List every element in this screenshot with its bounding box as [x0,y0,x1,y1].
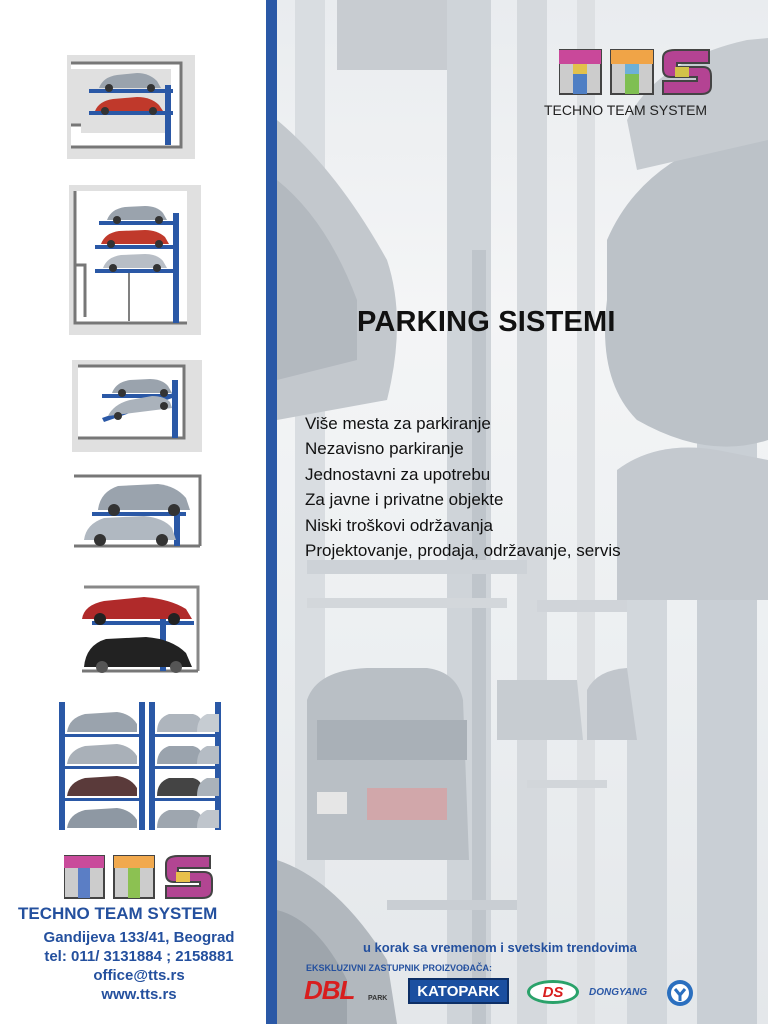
exclusive-partner-label: EKSKLUZIVNI ZASTUPNIK PROIZVOĐAČA: [306,963,493,973]
ds-logo: DS [527,980,579,1004]
parking-diagram-two-level-pit [67,55,195,159]
page-title: PARKING SISTEMI [357,306,616,338]
dbl-park-logo: DBL PARK [304,975,388,1005]
tts-logo-icon [559,49,712,95]
contact-block: Gandijeva 133/41, Beograd tel: 011/ 3131… [14,928,264,1004]
company-name: TECHNO TEAM SYSTEM [18,904,218,923]
blue-divider-bar [266,0,277,1024]
parking-diagram-multi-level-rack [57,700,221,832]
katopark-logo: KATOPARK [408,978,509,1004]
dongyang-logo: DONGYANG [589,987,648,998]
list-item: Projektovanje, prodaja, održavanje, serv… [305,541,621,561]
partner-emblem-icon [667,980,693,1006]
phone: tel: 011/ 3131884 ; 2158881 [44,948,234,965]
parking-diagram-two-post-stacker [78,583,202,675]
left-panel: TECHNO TEAM SYSTEM Gandijeva 133/41, Beo… [0,0,266,1024]
list-item: Nezavisno parkiranje [305,439,464,459]
list-item: Niski troškovi održavanja [305,515,494,535]
brand-name: TECHNO TEAM SYSTEM [544,102,708,118]
list-item: Više mesta za parkiranje [305,414,491,433]
parking-diagram-suv-stacker [72,472,202,550]
list-item: Za javne i privatne objekte [305,490,504,510]
parking-diagram-tilting-lift [72,360,202,452]
slogan: u korak sa vremenom i svetskim trendovim… [363,940,637,955]
parking-diagram-three-level-pit [69,185,201,335]
email-link[interactable]: office@tts.rs [93,967,185,984]
list-item: Jednostavni za upotrebu [305,464,491,484]
feature-list: Više mesta za parkiranje Nezavisno parki… [305,411,621,563]
parking-photo-background [277,0,768,1024]
company-logo-icon [64,855,213,899]
website-link[interactable]: www.tts.rs [101,986,177,1003]
address: Gandijeva 133/41, Beograd [43,929,235,946]
